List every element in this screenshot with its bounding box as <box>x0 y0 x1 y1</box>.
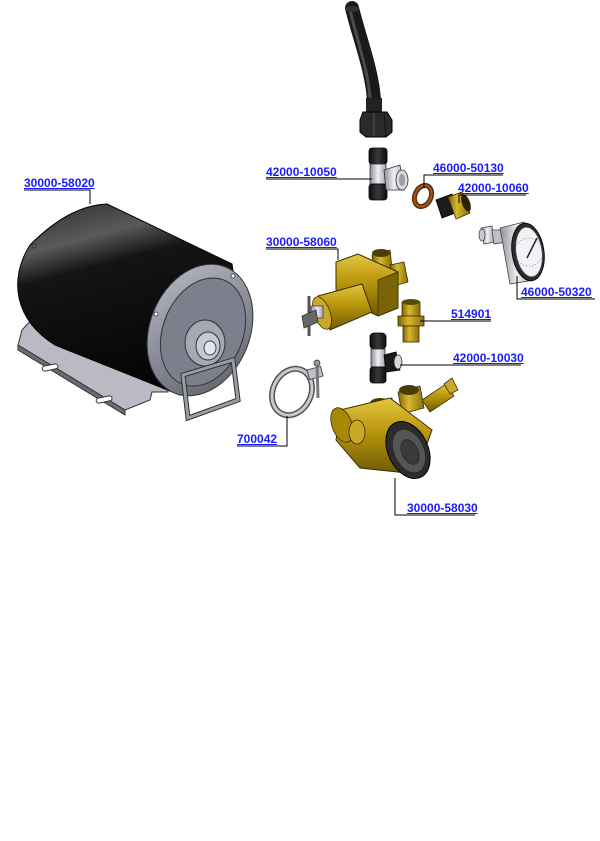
leader-46000-50130 <box>423 174 503 188</box>
leader-42000-10060 <box>458 194 526 203</box>
tee-fitting-lower-illustration <box>369 332 403 384</box>
part-label-gasket[interactable]: 46000-50130 <box>433 161 504 175</box>
part-label-nipple[interactable]: 514901 <box>451 307 492 321</box>
part-label-motor[interactable]: 30000-58020 <box>24 176 95 190</box>
part-label-adapter[interactable]: 42000-10060 <box>458 181 529 195</box>
gasket-illustration <box>411 182 435 210</box>
part-label-pressure-gauge[interactable]: 46000-50320 <box>521 285 592 299</box>
leader-lines <box>24 174 595 516</box>
tee-fitting-upper-illustration <box>368 147 409 201</box>
motor-illustration <box>17 203 254 422</box>
part-label-pump[interactable]: 30000-58030 <box>407 501 478 515</box>
part-label-bypass-valve[interactable]: 30000-58060 <box>266 235 337 249</box>
hose-clamp-illustration <box>269 359 324 419</box>
part-label-clamp[interactable]: 700042 <box>237 432 278 446</box>
part-label-tee-upper[interactable]: 42000-10050 <box>266 165 337 179</box>
part-label-tee-lower[interactable]: 42000-10030 <box>453 351 524 365</box>
leader-30000-58060 <box>266 248 339 260</box>
bypass-valve-illustration <box>301 249 409 336</box>
leader-30000-58030 <box>394 478 475 516</box>
leader-46000-50320 <box>516 276 595 300</box>
leader-700042 <box>237 416 288 447</box>
nipple-fitting-illustration <box>397 299 425 343</box>
leader-30000-58020 <box>24 189 91 204</box>
pump-illustration <box>330 377 459 479</box>
pressure-gauge-illustration <box>478 221 545 285</box>
adapter-fitting-illustration <box>435 191 471 220</box>
hose-fitting-illustration <box>345 1 393 138</box>
